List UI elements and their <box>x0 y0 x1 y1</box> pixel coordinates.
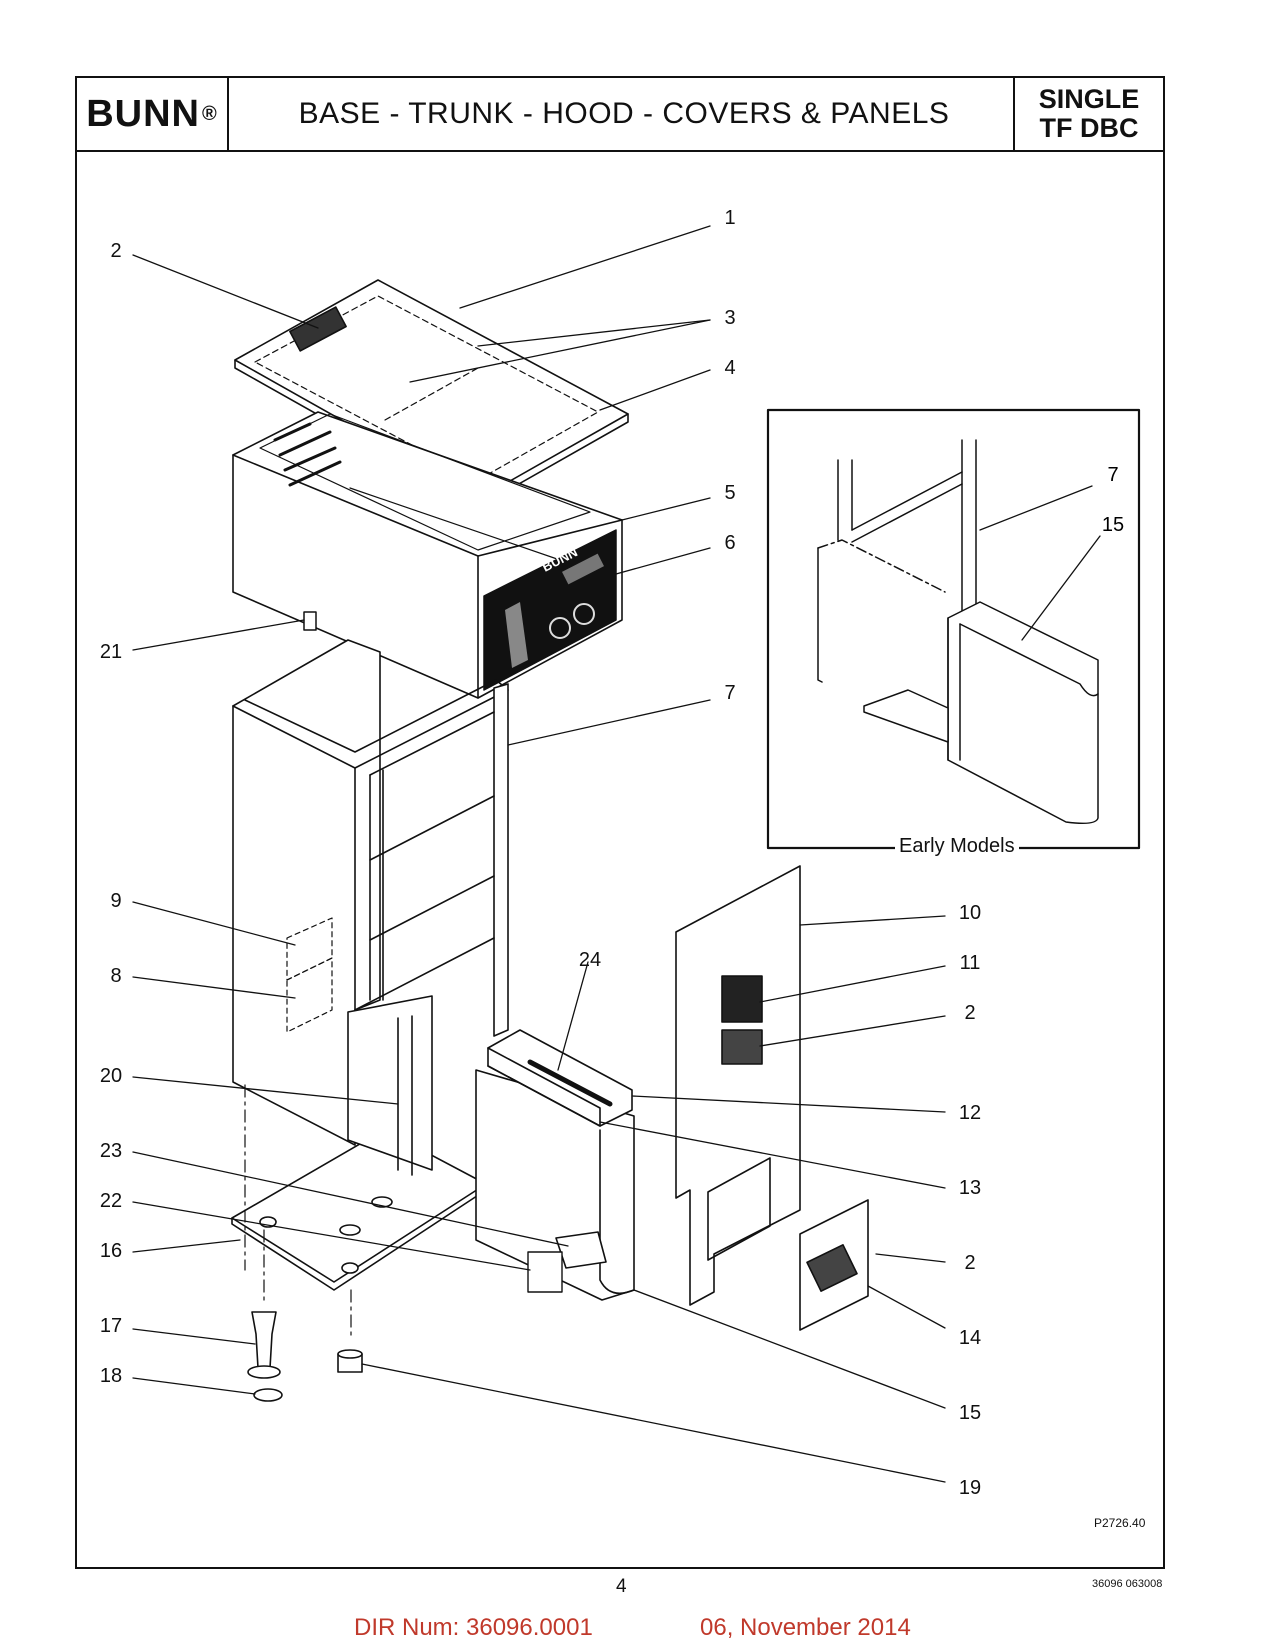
control-panel-label: BUNN <box>483 529 617 691</box>
leader-lines <box>132 225 946 1483</box>
callout-4: 4 <box>724 357 735 379</box>
callout-18: 18 <box>100 1365 122 1387</box>
inset-callout-15: 15 <box>1102 514 1124 536</box>
label-outlines <box>286 917 333 1033</box>
base-warning-label <box>527 1251 563 1293</box>
drip-tray <box>475 1069 635 1301</box>
callout-2-hood: 2 <box>110 240 121 262</box>
callout-7: 7 <box>724 682 735 704</box>
callout-16: 16 <box>100 1240 122 1262</box>
registered-mark: ® <box>202 102 218 125</box>
callout-3: 3 <box>724 307 735 329</box>
model-line-2: TF DBC <box>1039 113 1139 143</box>
brand-logo: BUNN® <box>77 78 229 150</box>
callout-1: 1 <box>724 207 735 229</box>
side-panel <box>675 865 801 1306</box>
page-number: 4 <box>616 1576 627 1597</box>
callout-2-cover: 2 <box>964 1252 975 1274</box>
callout-10: 10 <box>959 902 981 924</box>
drip-tray-cover <box>487 1029 633 1127</box>
access-cover-plate <box>799 1199 869 1331</box>
callout-24: 24 <box>579 949 601 971</box>
model-line-1: SINGLE <box>1038 84 1140 114</box>
header: BUNN® BASE - TRUNK - HOOD - COVERS & PAN… <box>77 78 1163 152</box>
callout-2-panel: 2 <box>964 1002 975 1024</box>
callout-13: 13 <box>959 1177 981 1199</box>
page-title: BASE - TRUNK - HOOD - COVERS & PANELS <box>298 97 950 130</box>
callout-6: 6 <box>724 532 735 554</box>
callout-9: 9 <box>110 890 121 912</box>
callout-20: 20 <box>100 1065 122 1087</box>
early-models-label: Early Models <box>895 835 1019 858</box>
early-models-inset: 7 15 <box>766 408 1141 850</box>
callout-12: 12 <box>959 1102 981 1124</box>
brand-name: BUNN <box>86 92 201 135</box>
dir-date: 06, November 2014 <box>700 1614 911 1641</box>
callout-21: 21 <box>100 641 122 663</box>
callout-22: 22 <box>100 1190 122 1212</box>
page-frame: BUNN® BASE - TRUNK - HOOD - COVERS & PAN… <box>75 76 1165 1569</box>
callout-8: 8 <box>110 965 121 987</box>
inset-callout-7: 7 <box>1107 464 1118 486</box>
drawing-number: P2726.40 <box>1094 1516 1146 1530</box>
leg-assembly <box>244 1084 363 1402</box>
callout-17: 17 <box>100 1315 122 1337</box>
callout-14: 14 <box>959 1327 981 1349</box>
rear-column <box>347 995 433 1176</box>
callout-5: 5 <box>724 482 735 504</box>
model-box: SINGLE TF DBC <box>1013 78 1163 150</box>
bracket-part <box>303 611 317 631</box>
callout-23: 23 <box>100 1140 122 1162</box>
callout-15: 15 <box>959 1402 981 1424</box>
hood-lid <box>234 279 629 507</box>
callout-11: 11 <box>960 952 981 974</box>
dir-number: DIR Num: 36096.0001 <box>354 1614 593 1641</box>
document-number: 36096 063008 <box>1092 1578 1163 1590</box>
main-cabinet <box>232 639 509 1146</box>
callout-numbers: 1 2 3 4 5 6 7 21 9 8 10 11 2 24 20 12 23… <box>100 207 981 1499</box>
base-plate <box>231 1129 487 1291</box>
callout-19: 19 <box>959 1477 981 1499</box>
